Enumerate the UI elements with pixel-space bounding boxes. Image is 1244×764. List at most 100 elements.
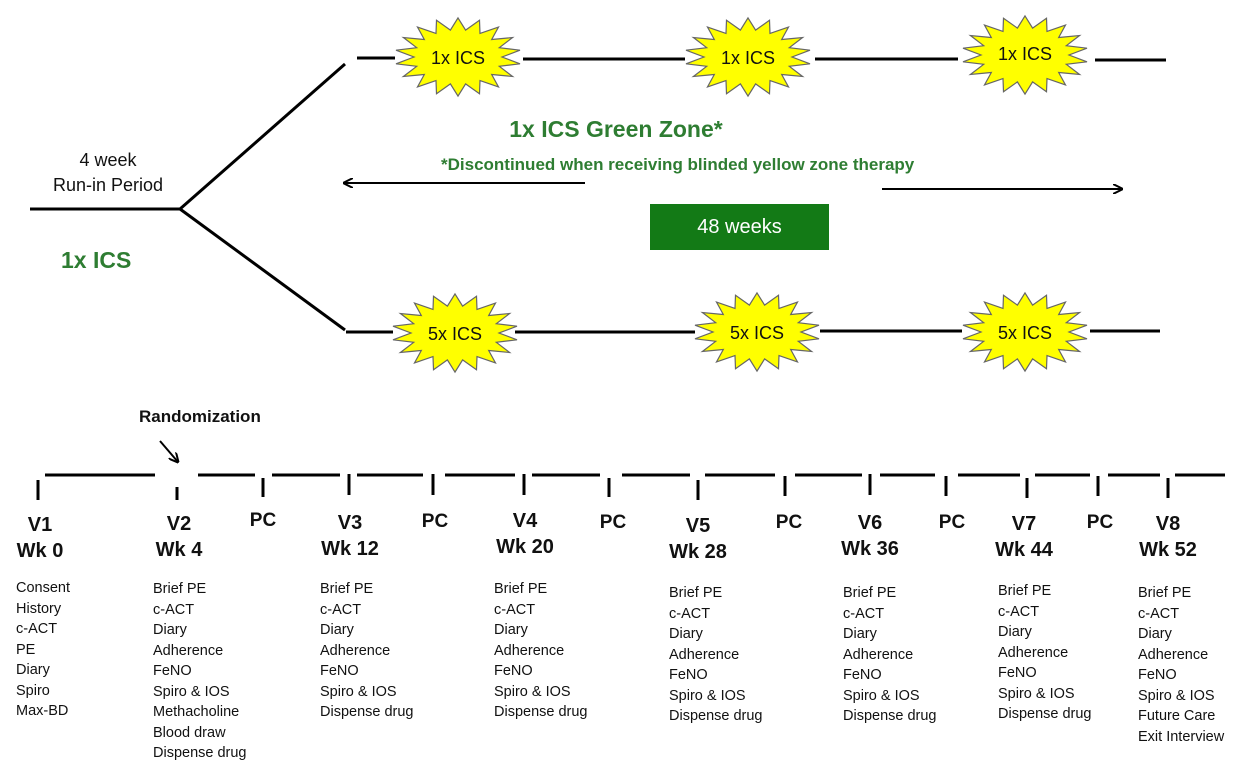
visit-header-v4: V4 Wk 20 [485, 508, 565, 560]
visit-week: Wk 52 [1139, 539, 1197, 561]
fork-upper-line [179, 62, 346, 211]
upper-arm-bursts: 1x ICS 1x ICS 1x ICS [395, 14, 1088, 98]
burst-lower-2 [694, 291, 820, 373]
lower-arm-line [346, 329, 1160, 334]
activity-item: Dispense drug [320, 704, 414, 720]
visit-week: Wk 12 [321, 538, 379, 560]
pc-label-6: PC [1086, 512, 1114, 533]
activity-item: c-ACT [1138, 605, 1180, 622]
activity-item: FeNO [494, 663, 533, 679]
burst-label-lower-3: 5x ICS [998, 323, 1052, 343]
activity-item: PE [16, 641, 36, 658]
activity-item: FeNO [669, 667, 708, 683]
activity-item: Brief PE [843, 585, 897, 601]
activity-item: FeNO [153, 663, 192, 679]
burst-upper-3 [962, 14, 1088, 96]
visit-header-v1: V1 Wk 0 [0, 512, 80, 564]
activity-item: Adherence [1138, 646, 1209, 663]
activity-item: Diary [494, 622, 528, 638]
activity-item: Adherence [320, 642, 391, 659]
activity-item: Future Care [1138, 708, 1216, 724]
visit-id: V2 [166, 513, 192, 535]
green-zone-note: *Discontinued when receiving blinded yel… [441, 155, 915, 174]
activity-item: Adherence [998, 644, 1069, 661]
pc-label-1: PC [249, 510, 277, 531]
visit-week: Wk 28 [669, 541, 727, 563]
pc-label-4: PC [775, 512, 803, 533]
green-zone-title-text: 1x ICS Green Zone* [509, 116, 723, 142]
burst-lower-3 [962, 291, 1088, 373]
visit-id: V8 [1155, 513, 1181, 535]
pc-label-5: PC [938, 512, 966, 533]
activity-item: Spiro & IOS [669, 687, 746, 704]
activity-item: Brief PE [998, 583, 1052, 599]
run-in-label-line2: Run-in Period [52, 175, 164, 195]
randomization-arrow [159, 440, 178, 462]
activity-item: Diary [16, 662, 50, 678]
run-in-label: 4 week Run-in Period [18, 148, 198, 198]
visit-header-v6: V6 Wk 36 [830, 510, 910, 562]
activity-item: Diary [669, 626, 703, 642]
activity-item: Adherence [843, 646, 914, 663]
visit-header-v2: V2 Wk 4 [139, 511, 219, 563]
activity-item: Dispense drug [843, 708, 937, 724]
burst-label-upper-2: 1x ICS [721, 48, 775, 68]
duration-label: 48 weeks [697, 215, 782, 238]
burst-label-upper-1: 1x ICS [431, 48, 485, 68]
activity-item: Dispense drug [153, 745, 247, 761]
activity-item: Dispense drug [494, 704, 588, 720]
activity-item: Diary [998, 624, 1032, 640]
activity-item: Consent [16, 580, 71, 596]
activity-item: Spiro & IOS [843, 687, 920, 704]
visit-header-v5: V5 Wk 28 [658, 513, 738, 565]
activity-item: c-ACT [153, 601, 195, 618]
burst-label-upper-3: 1x ICS [998, 44, 1052, 64]
run-in-label-line1: 4 week [79, 150, 137, 170]
activity-item: FeNO [843, 667, 882, 683]
burst-label-lower-2: 5x ICS [730, 323, 784, 343]
activity-item: Diary [153, 622, 187, 638]
burst-label-lower-1: 5x ICS [428, 324, 482, 344]
visit-week: Wk 0 [16, 540, 64, 562]
activity-item: History [16, 600, 62, 617]
visit-week: Wk 36 [841, 538, 899, 560]
visit-header-v3: V3 Wk 12 [310, 510, 390, 562]
visit-id: V3 [337, 512, 363, 534]
activity-item: Spiro & IOS [998, 685, 1075, 702]
randomization-label: Randomization [139, 407, 261, 426]
visit-id: V6 [857, 512, 883, 534]
activity-item: Adherence [494, 642, 565, 659]
visit-header-v8: V8 Wk 52 [1128, 511, 1208, 563]
activity-item: Dispense drug [998, 706, 1092, 722]
pc-ticks [261, 474, 1100, 497]
burst-lower-1 [392, 292, 518, 374]
activity-item: FeNO [1138, 667, 1177, 683]
activity-item: c-ACT [843, 605, 885, 622]
burst-upper-2 [685, 16, 811, 98]
green-zone-title: 1x ICS Green Zone* [0, 116, 1244, 143]
activity-item: Diary [1138, 626, 1172, 642]
visit-id: V5 [685, 515, 711, 537]
upper-arm-line [357, 56, 1166, 62]
activity-item: Methacholine [153, 704, 240, 720]
visit-week: Wk 4 [155, 539, 203, 561]
activity-item: c-ACT [669, 605, 711, 622]
activity-item: Diary [320, 622, 354, 638]
activity-item: Exit Interview [1138, 728, 1225, 745]
activity-item: c-ACT [320, 601, 362, 618]
activity-item: c-ACT [998, 603, 1040, 620]
run-in-therapy: 1x ICS [61, 247, 132, 273]
activity-item: Max-BD [16, 703, 69, 719]
activity-item: Spiro & IOS [320, 683, 397, 700]
activity-item: Brief PE [669, 585, 723, 601]
activity-item: Brief PE [320, 581, 374, 597]
pc-label-2: PC [421, 511, 449, 532]
visit-id: V4 [512, 510, 538, 532]
visit-ticks [36, 474, 1170, 500]
